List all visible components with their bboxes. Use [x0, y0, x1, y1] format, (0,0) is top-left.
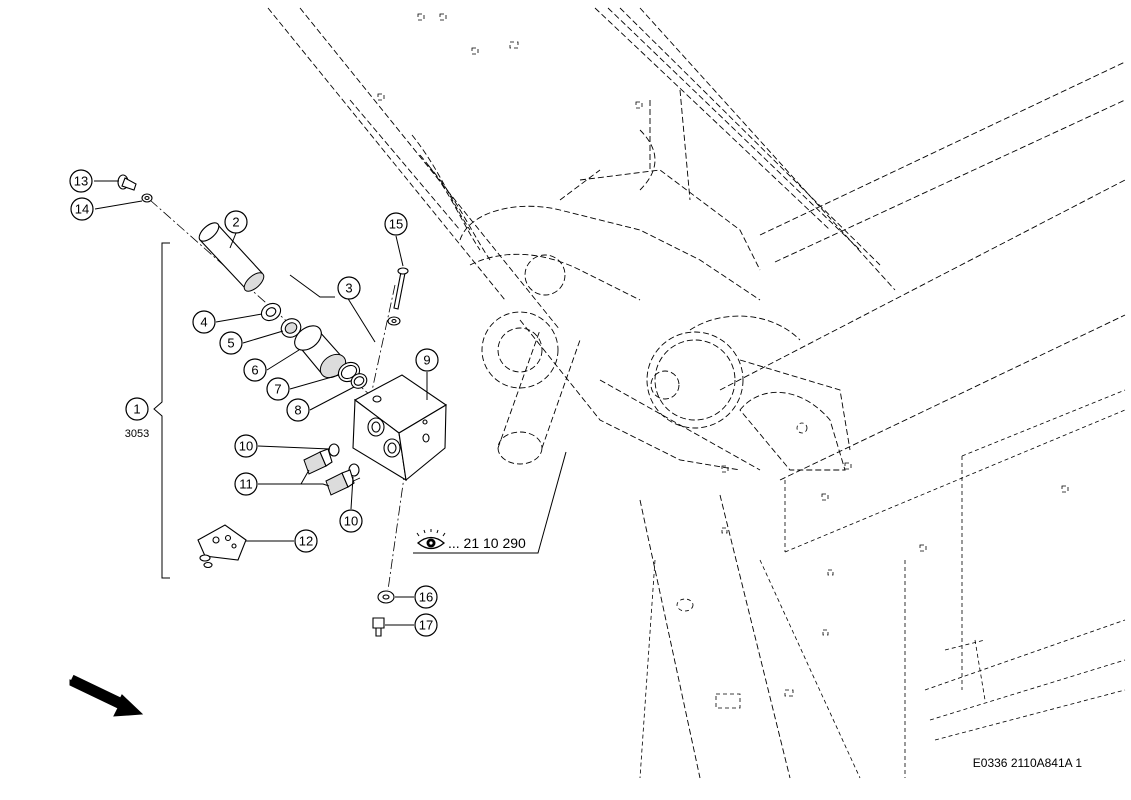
callout-5: 5 [219, 331, 243, 355]
svg-text:10: 10 [344, 514, 358, 529]
svg-text:3: 3 [345, 281, 352, 296]
callout-13: 13 [69, 169, 93, 193]
callout-3: 3 [337, 276, 361, 300]
part-8-o-ring [350, 373, 368, 389]
svg-text:11: 11 [239, 477, 253, 492]
callout-14: 14 [70, 197, 94, 221]
svg-text:7: 7 [274, 382, 281, 397]
eye-icon [416, 529, 446, 550]
callout-11: 11 [234, 472, 258, 496]
svg-text:1: 1 [133, 402, 140, 417]
callout-2: 2 [224, 210, 248, 234]
callout-9: 9 [415, 348, 439, 372]
part-5-ring [280, 318, 302, 338]
callout-1: 1 [125, 397, 149, 421]
svg-text:16: 16 [419, 590, 433, 605]
callout-17: 17 [414, 613, 438, 637]
callout-12: 12 [294, 529, 318, 553]
svg-text:13: 13 [74, 174, 88, 189]
callout-15: 15 [384, 212, 408, 236]
part-17-bolt [372, 617, 385, 637]
svg-text:4: 4 [200, 315, 207, 330]
drawing-id: E0336 2110A841A 1 [973, 756, 1083, 770]
machine-frame [267, 7, 1126, 779]
callout-16: 16 [414, 585, 438, 609]
part-9-valve-block [352, 374, 448, 482]
svg-text:2: 2 [232, 215, 239, 230]
part-14-nut [141, 193, 153, 203]
callout-10-top: 10 [234, 434, 258, 458]
svg-text:6: 6 [251, 363, 258, 378]
svg-text:15: 15 [389, 217, 403, 232]
callout-10-bottom: 10 [339, 509, 363, 533]
svg-text:5: 5 [227, 336, 234, 351]
part-15-screw [387, 267, 409, 326]
reference-text: ... 21 10 290 [448, 535, 526, 551]
arrow-right-down-icon [69, 674, 144, 717]
callout-8: 8 [286, 398, 310, 422]
svg-text:14: 14 [75, 202, 89, 217]
reference-link[interactable]: ... 21 10 290 [416, 529, 526, 551]
svg-text:8: 8 [294, 403, 301, 418]
assembly-code: 3053 [125, 428, 149, 440]
leader-lines [94, 180, 567, 626]
callout-6: 6 [243, 358, 267, 382]
callout-4: 4 [192, 310, 216, 334]
svg-text:9: 9 [423, 353, 430, 368]
svg-text:17: 17 [419, 618, 433, 633]
part-11-fittings [303, 448, 355, 496]
part-6-bushing [294, 325, 347, 379]
part-16-washer [377, 590, 395, 604]
callouts: 13 14 2 3 15 4 5 6 7 8 9 1 3053 10 11 10… [69, 169, 439, 637]
svg-text:10: 10 [239, 439, 253, 454]
part-13-bolt [117, 174, 137, 191]
parts [117, 174, 448, 637]
part-2-pin [198, 222, 265, 292]
part-12-seal-kit [197, 524, 247, 569]
svg-text:12: 12 [299, 534, 313, 549]
part-4-washer [260, 302, 282, 322]
callout-7: 7 [266, 377, 290, 401]
